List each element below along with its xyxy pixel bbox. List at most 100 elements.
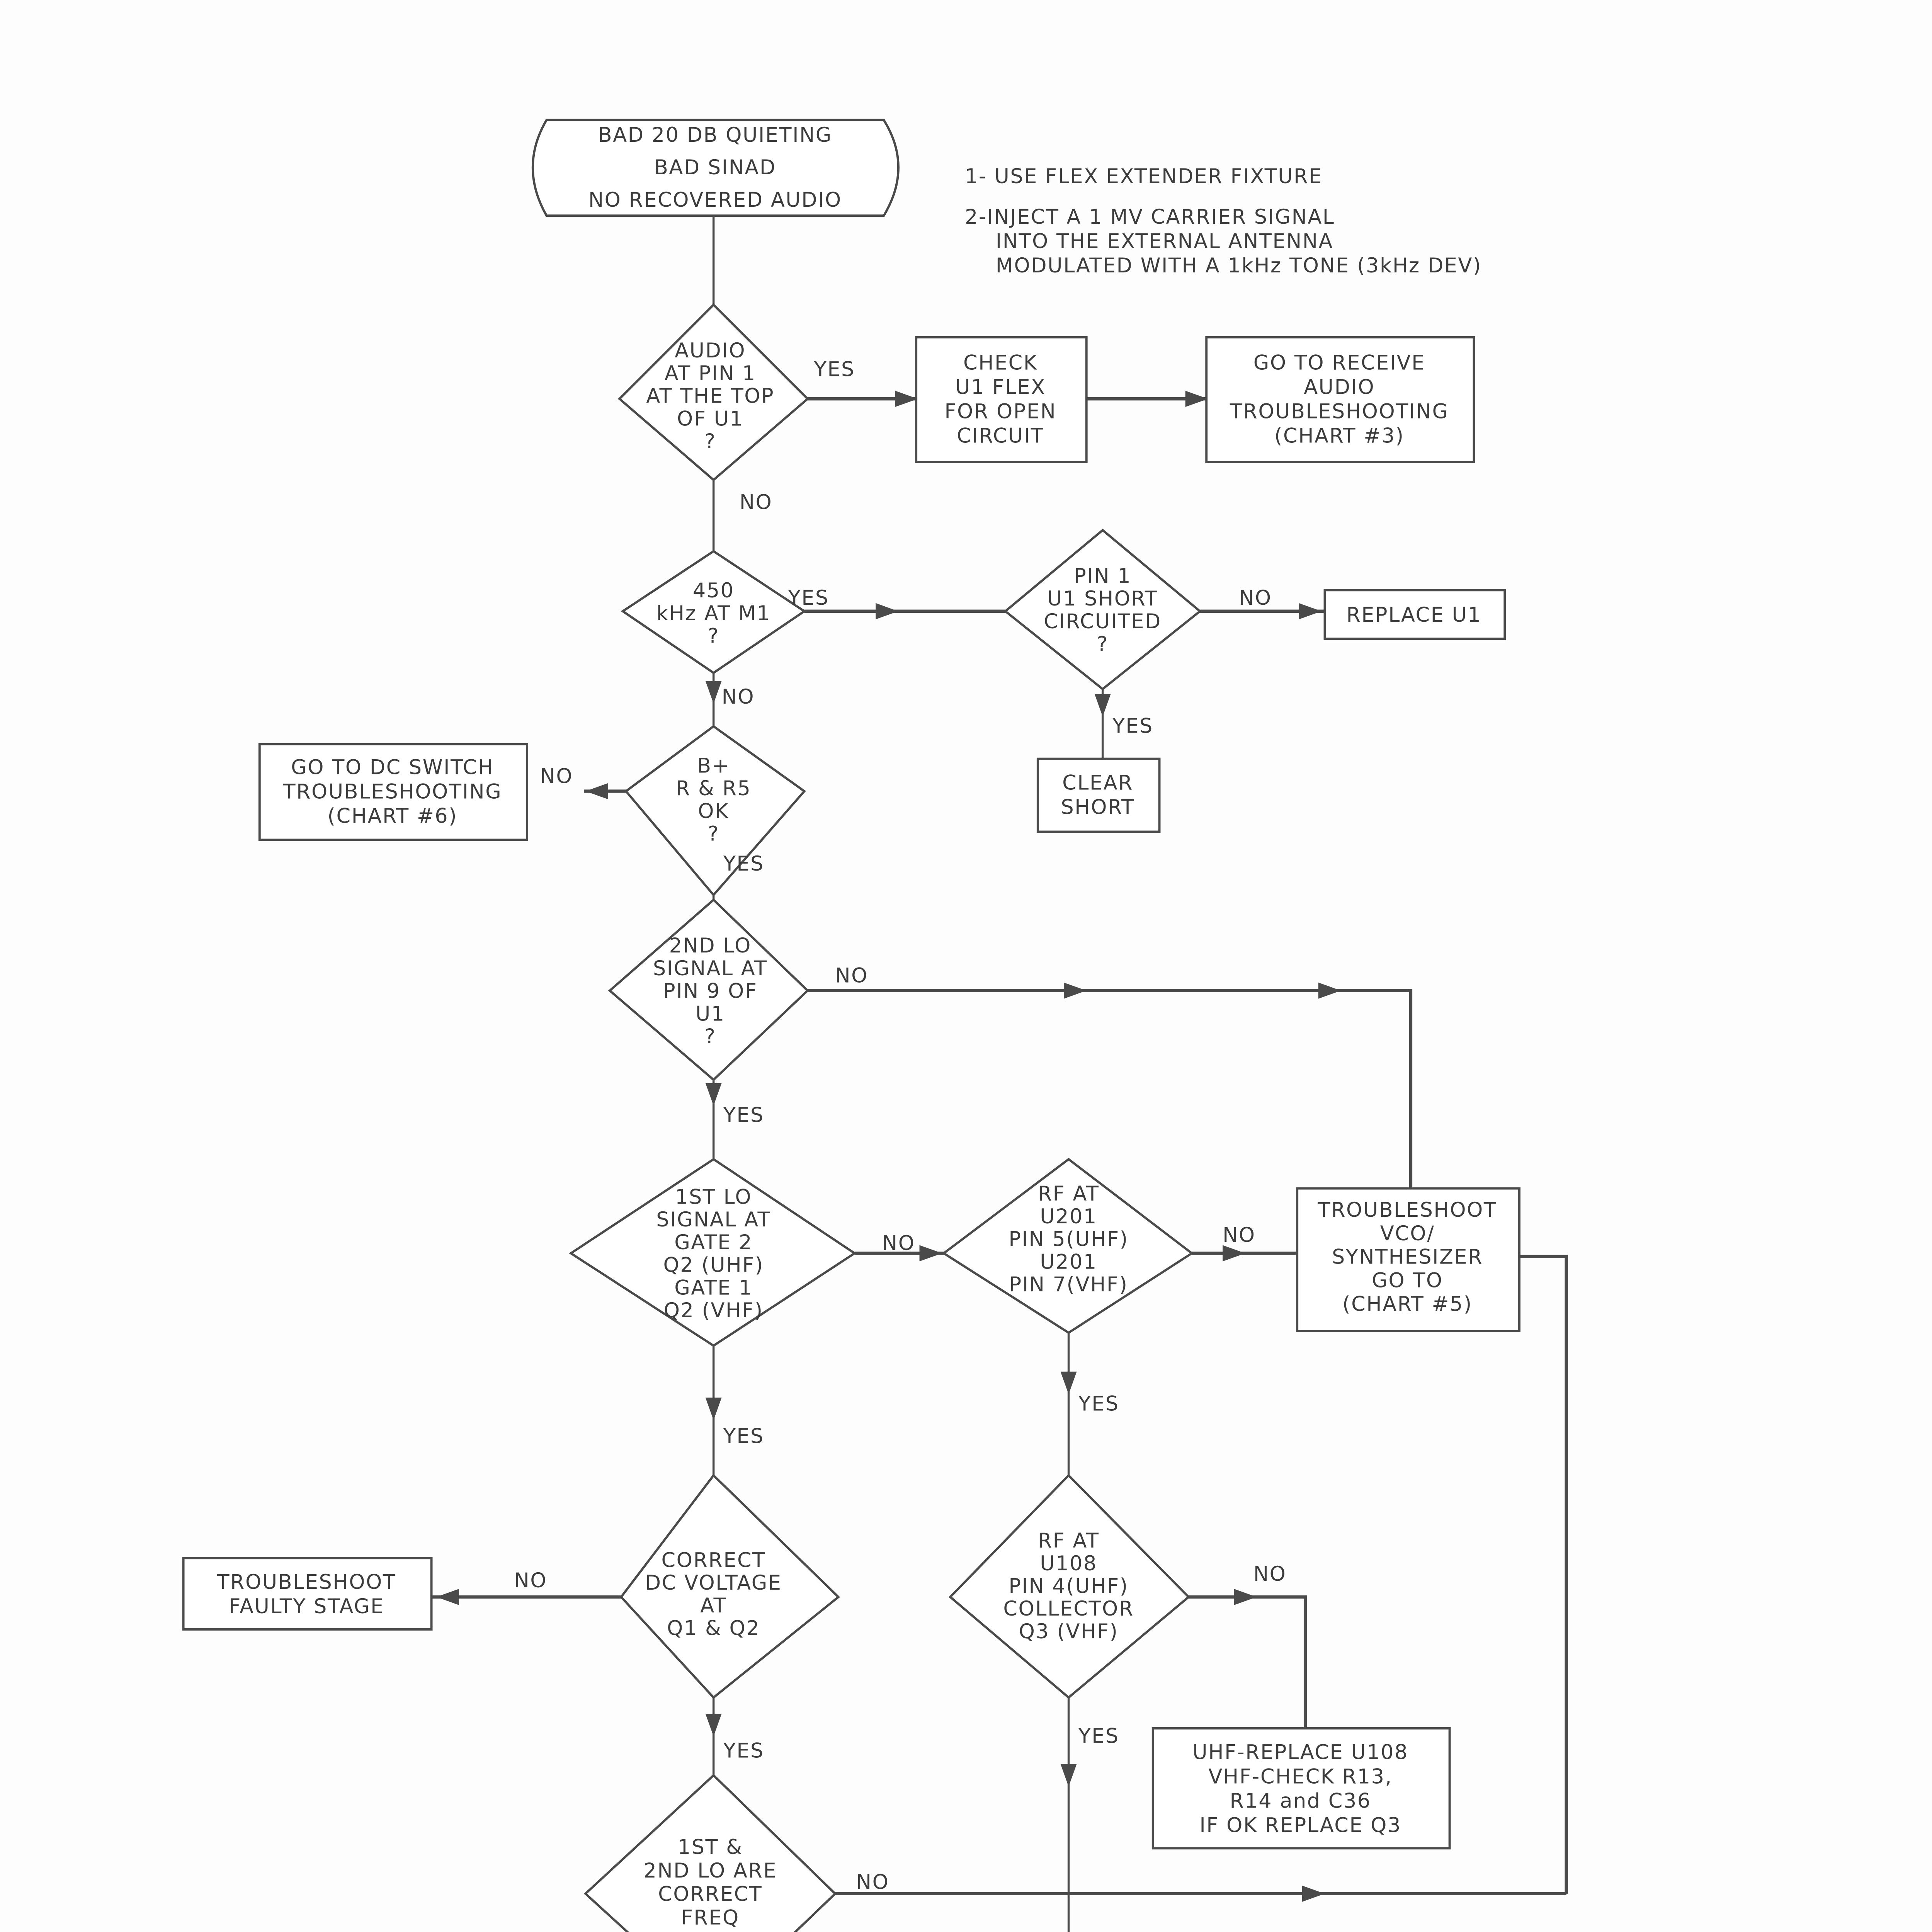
node-text-line: ?	[704, 1025, 716, 1048]
arrowhead-down	[1060, 1764, 1077, 1787]
node-text-line: SIGNAL AT	[653, 957, 768, 980]
node-text-line: SYNTHESIZER	[1332, 1245, 1483, 1269]
node-text-line: CHECK	[963, 351, 1038, 375]
node-text-line: GO TO RECEIVE	[1253, 351, 1425, 375]
arrowhead-right	[1234, 1589, 1257, 1605]
node-text-line: FAULTY STAGE	[229, 1595, 384, 1618]
node-text-line: R & R5	[676, 777, 752, 800]
process-goto-dc	[258, 743, 529, 841]
node-text-line: GATE 2	[674, 1231, 753, 1254]
node-text-line: U108	[1040, 1552, 1097, 1575]
start-terminal	[531, 119, 900, 217]
arrowhead-right	[895, 391, 918, 407]
node-text-line: BAD 20 DB QUIETING	[598, 123, 832, 147]
arrowhead-down	[705, 1714, 722, 1736]
arrowhead-down	[705, 681, 722, 704]
node-text-line: RF AT	[1038, 1529, 1100, 1553]
decision-450khz	[621, 550, 806, 674]
node-text-line: PIN 9 OF	[663, 980, 758, 1003]
edge-label-yes: YES	[1078, 1725, 1119, 1748]
node-text-line: VCO/	[1380, 1222, 1435, 1245]
decision-rf-u108	[948, 1474, 1190, 1699]
node-text-line: 450	[693, 579, 735, 602]
notes: 1- USE FLEX EXTENDER FIXTURE 2-INJECT A …	[965, 165, 1481, 277]
process-check-flex	[915, 336, 1088, 463]
node-text-line: BAD SINAD	[654, 156, 776, 179]
process-goto-audio	[1205, 336, 1475, 463]
node-text-line: PIN 7(VHF)	[1009, 1273, 1128, 1296]
node-text-line: AUDIO	[675, 339, 746, 362]
decision-audio-pin1	[617, 303, 810, 481]
decision-2nd-lo	[608, 898, 810, 1082]
arrowhead-right	[876, 603, 898, 619]
arrowhead-right	[919, 1245, 942, 1262]
node-text-line: Q2 (UHF)	[663, 1253, 764, 1277]
node-text-line: FREQ	[681, 1906, 740, 1930]
decision-lo-freq	[583, 1774, 837, 1932]
node-text-line: TROUBLESHOOTING	[1230, 400, 1449, 423]
node-text-line: (CHART #3)	[1274, 424, 1405, 447]
arrowhead-left	[585, 783, 608, 799]
edge-label-no: NO	[1223, 1223, 1256, 1247]
edge-label-yes: YES	[1078, 1392, 1119, 1415]
decision-1st-lo	[569, 1158, 857, 1347]
connector	[1189, 1595, 1307, 1728]
node-text-line: ?	[707, 822, 719, 846]
node-text-line: ?	[707, 624, 719, 648]
node-text-line: CORRECT	[658, 1883, 762, 1906]
node-text-line: (CHART #5)	[1342, 1292, 1473, 1316]
arrowhead-right	[1063, 982, 1087, 999]
arrowhead-down	[705, 1083, 722, 1106]
note-line: 2-INJECT A 1 MV CARRIER SIGNAL	[965, 205, 1335, 229]
edge-label-no: NO	[1253, 1562, 1287, 1586]
node-text-line: CIRCUITED	[1044, 610, 1162, 633]
edge-label-yes: YES	[814, 357, 855, 381]
node-text-line: PIN 4(UHF)	[1009, 1575, 1128, 1598]
node-text-line: 2ND LO ARE	[643, 1859, 777, 1883]
edge-label-yes: YES	[1112, 714, 1153, 738]
node-text-line: COLLECTOR	[1003, 1597, 1134, 1621]
node-text-line: U201	[1040, 1250, 1097, 1274]
node-text-line: VHF-CHECK R13,	[1208, 1765, 1392, 1789]
arrowhead-right	[1185, 391, 1208, 407]
arrowhead-right	[1299, 603, 1322, 619]
edge-label-no: NO	[722, 685, 755, 709]
connector	[1519, 1255, 1568, 1894]
node-text-line: FOR OPEN	[944, 400, 1056, 423]
node-text-line: R14 and C36	[1230, 1789, 1371, 1813]
note-line: 1- USE FLEX EXTENDER FIXTURE	[965, 165, 1323, 188]
edge-label-no: NO	[856, 1870, 889, 1894]
node-text-line: 2ND LO	[669, 934, 752, 957]
edge-label-yes: YES	[723, 1104, 764, 1127]
node-text-line: DC VOLTAGE	[645, 1571, 782, 1595]
edge-label-no: NO	[835, 964, 868, 988]
node-text-line: TROUBLESHOOT	[1318, 1198, 1497, 1222]
node-text-line: RF AT	[1038, 1182, 1100, 1206]
edge-label-yes: YES	[723, 1424, 764, 1448]
node-text-line: 1ST &	[678, 1835, 743, 1859]
node-text-line: GATE 1	[674, 1276, 753, 1299]
node-text-line: TROUBLESHOOTING	[282, 780, 502, 803]
process-replace-u1	[1323, 589, 1506, 640]
node-text-line: PIN 5(UHF)	[1009, 1228, 1128, 1251]
node-text-line: IF OK REPLACE Q3	[1199, 1813, 1401, 1837]
node-text-line: Q3 (VHF)	[1019, 1620, 1119, 1643]
arrowhead-left	[436, 1589, 459, 1605]
edge-label-yes: YES	[723, 852, 764, 876]
node-text-line: ?	[704, 430, 716, 453]
process-clear-short	[1036, 757, 1161, 833]
node-text-line: CLEAR	[1062, 771, 1133, 794]
process-vco	[1296, 1187, 1520, 1332]
connectors	[431, 216, 1568, 1932]
node-text-line: CIRCUIT	[957, 424, 1044, 447]
edge-label-no: NO	[740, 491, 773, 514]
decision-rf-u201	[942, 1158, 1194, 1334]
node-text-line: AT PIN 1	[665, 362, 756, 385]
node-text-line: 1ST LO	[675, 1185, 752, 1209]
arrowhead-right	[1223, 1245, 1245, 1262]
node-text-line: TROUBLESHOOT	[216, 1570, 396, 1594]
edge-label-yes: YES	[723, 1739, 764, 1762]
